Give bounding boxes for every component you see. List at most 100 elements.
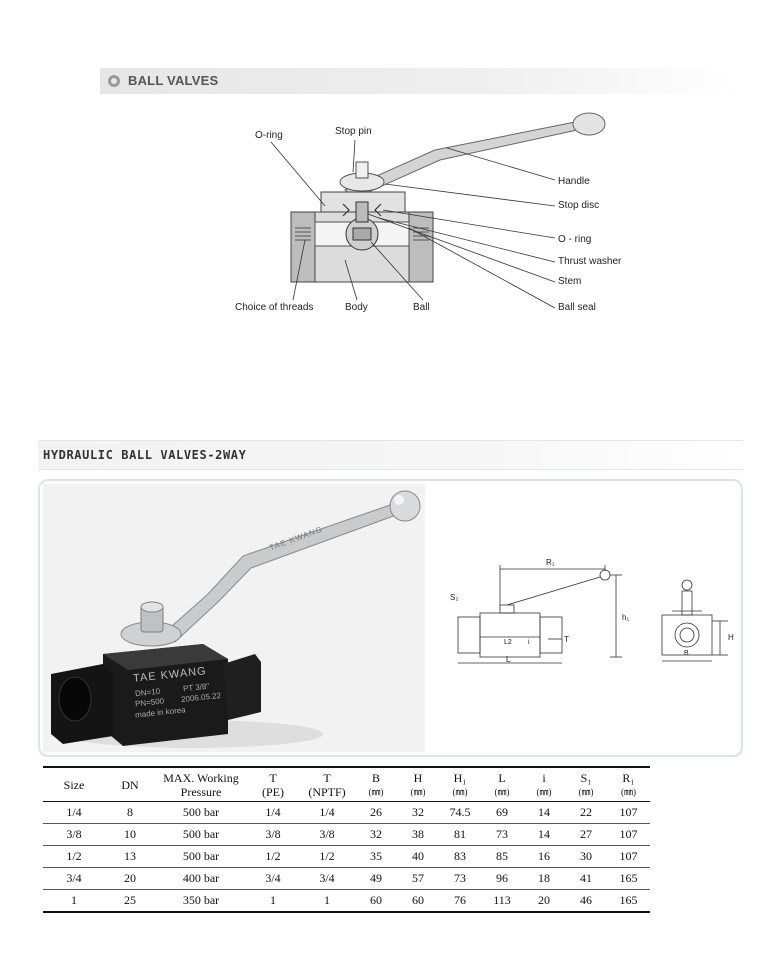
table-cell: 27: [565, 823, 607, 846]
column-header-title: H₁: [453, 771, 467, 785]
table-cell: 3/8: [43, 823, 105, 846]
dim-label-h1: h₁: [622, 613, 630, 622]
table-cell: 18: [523, 867, 565, 890]
column-header-title: MAX. Working: [163, 771, 239, 785]
column-header-title: L: [498, 771, 506, 785]
table-cell: 25: [105, 889, 155, 913]
dim-label-r1: R₁: [546, 558, 555, 567]
label-body: Body: [345, 302, 368, 313]
column-header: DN: [105, 766, 155, 802]
column-header-subtitle: Pressure: [180, 785, 222, 799]
table-cell: 13: [105, 845, 155, 868]
label-choice-of-threads: Choice of threads: [235, 302, 314, 313]
column-header: S₁ (㎜): [565, 766, 607, 802]
table-cell: 20: [523, 889, 565, 913]
table-cell: 1/2: [247, 845, 299, 868]
column-header: H₁(㎜): [439, 766, 481, 802]
table-cell: 1: [247, 889, 299, 913]
column-header-unit: (㎜): [536, 787, 552, 797]
table-cell: 3/8: [247, 823, 299, 846]
table-cell: 107: [607, 845, 650, 868]
column-header-subtitle: (NPTF): [308, 785, 346, 799]
table-cell: 107: [607, 801, 650, 824]
dim-label-l2: L2: [504, 639, 512, 646]
table-cell: 81: [439, 823, 481, 846]
table-cell: 49: [355, 867, 397, 890]
table-cell: 76: [439, 889, 481, 913]
column-header-unit: (㎜): [368, 787, 384, 797]
table-cell: 1/4: [43, 801, 105, 824]
dim-label-i: i: [528, 639, 530, 646]
table-cell: 1/2: [43, 845, 105, 868]
column-header-title: T: [269, 771, 277, 785]
dim-label-s2: S₂: [450, 593, 459, 602]
ball-valve-cross-section-diagram: O-ring Stop pin Handle Stop disc O - rin…: [225, 110, 625, 330]
table-cell: 60: [397, 889, 439, 913]
table-cell: 400 bar: [155, 867, 247, 890]
dimension-drawings-svg: [457, 565, 728, 664]
label-thrust-washer: Thrust washer: [558, 256, 622, 267]
column-header-title: R₁: [622, 771, 635, 785]
table-cell: 3/4: [299, 867, 355, 890]
table-cell: 96: [481, 867, 523, 890]
table-cell: 107: [607, 823, 650, 846]
table-cell: 35: [355, 845, 397, 868]
section-header-hydraulic-ball-valves: HYDRAULIC BALL VALVES-2WAY: [38, 440, 743, 470]
table-cell: 38: [397, 823, 439, 846]
column-header-title: Size: [63, 778, 85, 792]
table-cell: 22: [565, 801, 607, 824]
product-box: [38, 479, 743, 757]
column-header-title: DN: [121, 778, 139, 792]
table-cell: 32: [397, 801, 439, 824]
label-o-ring-right: O - ring: [558, 234, 592, 245]
column-header: T(NPTF): [299, 766, 355, 802]
dim-label-l: L: [506, 655, 511, 664]
table-cell: 500 bar: [155, 845, 247, 868]
column-header: R₁ (㎜): [607, 766, 650, 802]
column-header-unit: (㎜): [621, 787, 636, 797]
column-header: L(㎜): [481, 766, 523, 802]
section-title: HYDRAULIC BALL VALVES-2WAY: [43, 448, 247, 462]
label-stop-pin: Stop pin: [335, 126, 372, 137]
label-ball-seal: Ball seal: [558, 302, 596, 313]
column-header: Size: [43, 766, 105, 802]
table-cell: 60: [355, 889, 397, 913]
table-cell: 1/4: [247, 801, 299, 824]
table-cell: 1: [43, 889, 105, 913]
table-cell: 20: [105, 867, 155, 890]
dimension-drawings: R₁ S₂ h₁ T i L2 L H B: [440, 555, 740, 665]
table-cell: 165: [607, 867, 650, 890]
section-header-ball-valves: BALL VALVES: [100, 68, 740, 94]
dim-label-t: T: [564, 635, 569, 644]
column-header-subtitle: (PE): [262, 785, 284, 799]
table-cell: 83: [439, 845, 481, 868]
label-o-ring-top: O-ring: [255, 130, 283, 141]
column-header-unit: (㎜): [578, 787, 594, 797]
table-cell: 73: [481, 823, 523, 846]
table-cell: 1: [299, 889, 355, 913]
column-header-title: S₁: [580, 771, 592, 785]
table-cell: 3/4: [43, 867, 105, 890]
column-header-title: T: [323, 771, 331, 785]
column-header: T(PE): [247, 766, 299, 802]
table-cell: 26: [355, 801, 397, 824]
column-header: H(㎜): [397, 766, 439, 802]
table-cell: 41: [565, 867, 607, 890]
table-cell: 500 bar: [155, 801, 247, 824]
table-cell: 74.5: [439, 801, 481, 824]
table-cell: 3/8: [299, 823, 355, 846]
column-header: i(㎜): [523, 766, 565, 802]
table-cell: 165: [607, 889, 650, 913]
valve-diagram-svg: [270, 112, 606, 309]
column-header: B(㎜): [355, 766, 397, 802]
section-title: BALL VALVES: [128, 73, 219, 88]
column-header-title: H: [413, 771, 423, 785]
label-stop-disc: Stop disc: [558, 200, 600, 211]
table-cell: 14: [523, 823, 565, 846]
